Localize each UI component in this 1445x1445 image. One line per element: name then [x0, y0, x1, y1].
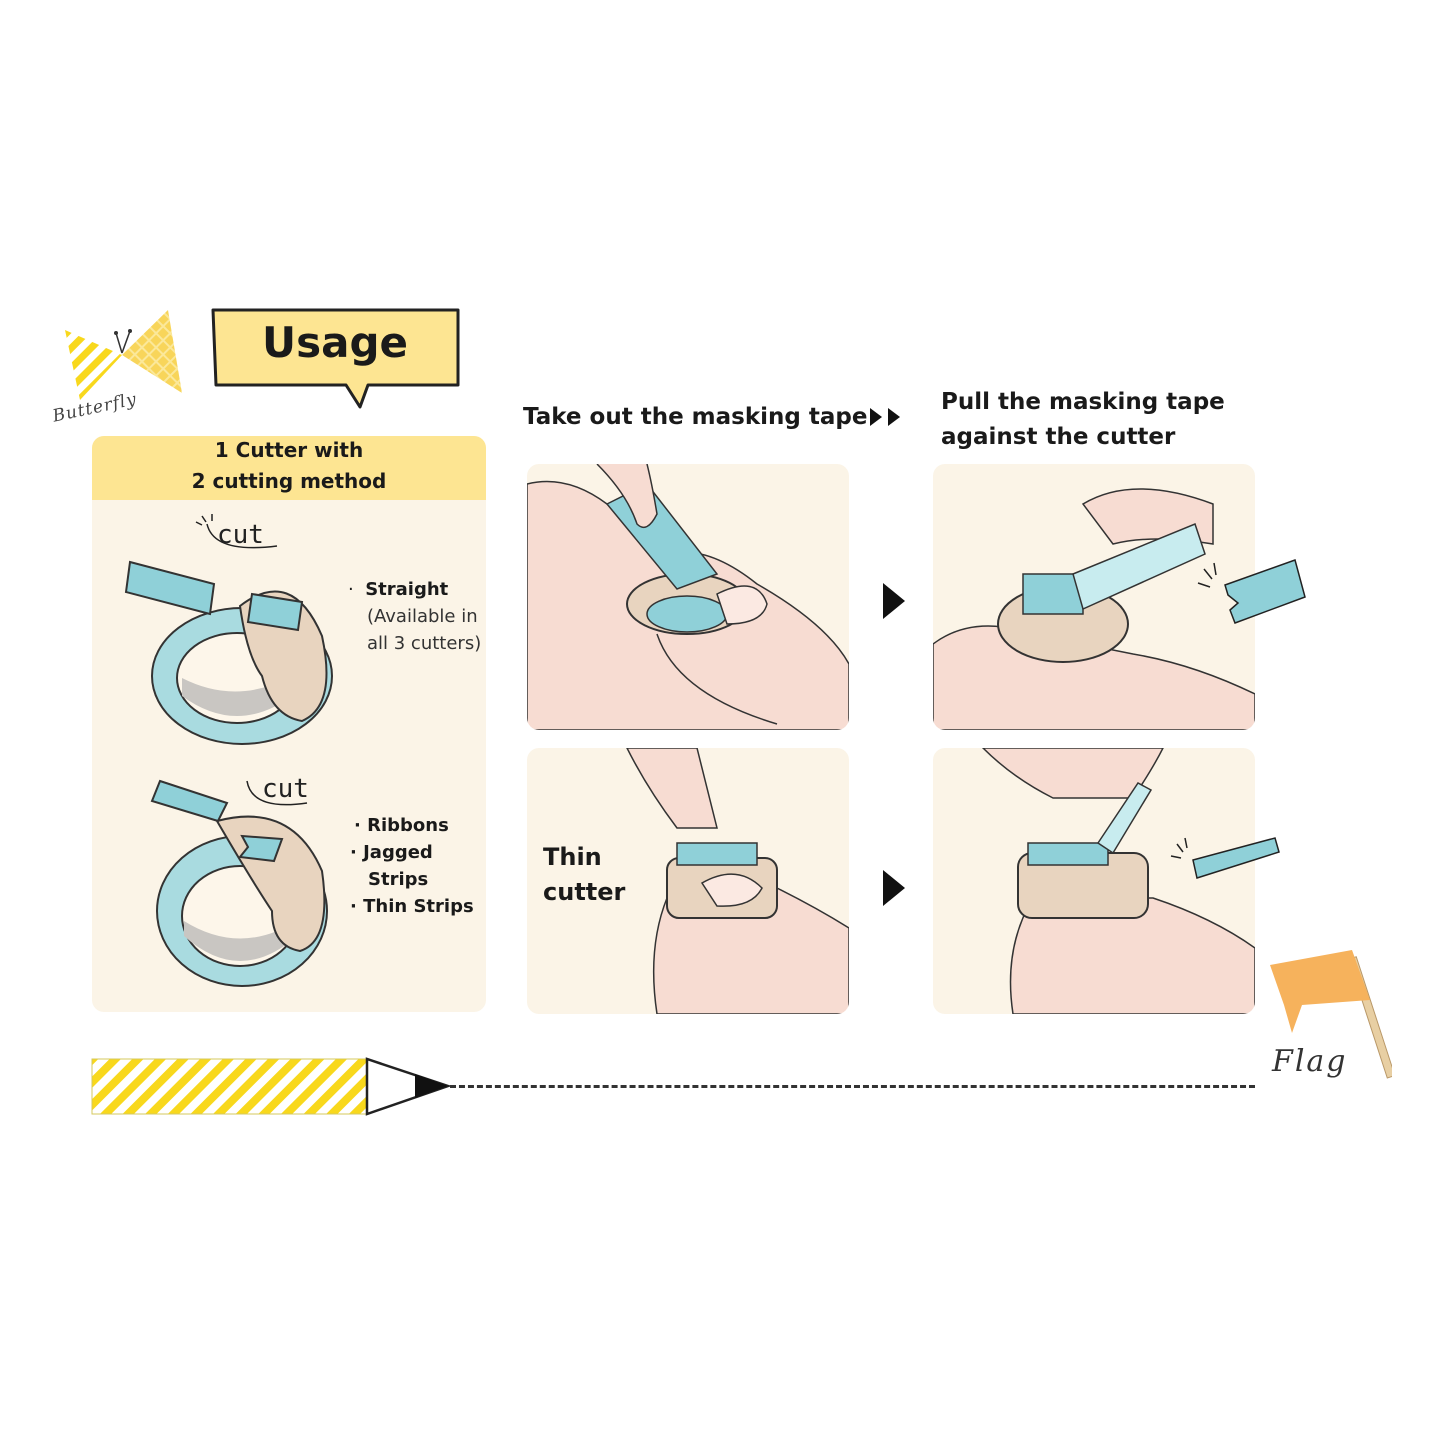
arrow-right-icon [883, 583, 905, 619]
method-straight-title: Straight [365, 579, 449, 600]
page-title: Usage [262, 318, 408, 367]
cut-tape-strip-illustration [1197, 559, 1306, 624]
arrow-right-icon [883, 870, 905, 906]
step2-card-top [933, 464, 1255, 730]
flag-label: Flag [1272, 1044, 1348, 1079]
method-ribbons: Ribbons [367, 815, 449, 836]
step2-heading-line-1: Pull the masking tape [941, 389, 1225, 415]
step2-card-bottom [933, 748, 1255, 1014]
panel-header-line-1: 1 Cutter with [214, 438, 364, 462]
cut-label-1: cut [217, 520, 264, 550]
thin-strip-cut-illustration [981, 748, 1255, 1014]
cut-label-2: cut [262, 774, 309, 804]
thin-cutter-line-1: Thin [543, 843, 602, 871]
step2-heading-line-2: against the cutter [941, 424, 1176, 450]
step2-heading: Pull the masking tape against the cutter [941, 385, 1225, 455]
method-jagged: Jagged [363, 842, 433, 863]
method-ribbons-list: · Ribbons · Jagged Strips · Thin Strips [350, 815, 474, 917]
method-straight: · Straight (Available in all 3 cutters) [348, 576, 481, 657]
usage-speech-bubble [211, 308, 460, 409]
method-straight-note-2: all 3 cutters) [367, 633, 482, 654]
step1-heading: Take out the masking tape [523, 404, 868, 430]
striped-pencil-icon [91, 1057, 452, 1116]
dashed-guide-line [450, 1085, 1255, 1090]
step1-card-top [527, 464, 849, 730]
panel-header-line-2: 2 cutting method [191, 469, 387, 493]
flag-icon [1270, 950, 1392, 1079]
cutting-methods-panel: 1 Cutter with 2 cutting method cut · Str… [92, 436, 486, 1012]
bullet: · [348, 579, 354, 600]
butterfly-logo [65, 310, 182, 400]
method-straight-note-1: (Available in [367, 606, 478, 627]
thin-cutter-line-2: cutter [543, 878, 626, 906]
hand-pulling-tape-illustration [527, 464, 849, 730]
double-arrow-icon [870, 408, 900, 426]
panel-header: 1 Cutter with 2 cutting method [92, 436, 486, 500]
method-strips: Strips [368, 869, 429, 890]
hand-cutting-tape-illustration [933, 488, 1255, 730]
thin-strip-illustration [1170, 837, 1280, 879]
step1-card-bottom [527, 748, 849, 1014]
ribbon-cut-tape-illustration [150, 779, 328, 987]
thin-cutter-label: Thin cutter [543, 840, 625, 910]
thin-cutter-hand-illustration [626, 748, 849, 1014]
method-thin-strips: Thin Strips [363, 896, 474, 917]
straight-cut-tape-illustration [124, 514, 333, 745]
